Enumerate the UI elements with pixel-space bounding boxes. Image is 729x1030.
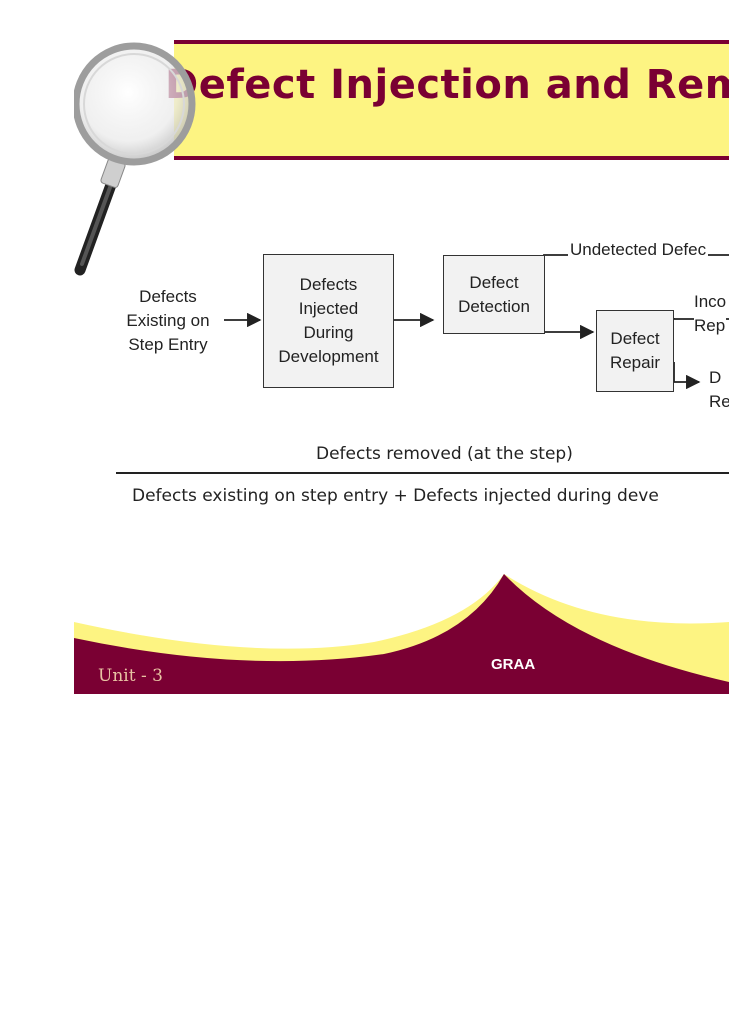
footer-text: GRAA [491, 656, 536, 673]
incorrect-repair-label: Inco Rep [694, 290, 727, 338]
footer-wave [74, 574, 729, 694]
unit-label: Unit - 3 [98, 666, 163, 686]
slide: Defect Injection and Rem Defects Exist [74, 32, 729, 694]
injected-box: Defects Injected During Development [263, 254, 394, 388]
ratio-denominator: Defects existing on step entry + Defects… [132, 486, 659, 506]
ratio-divider [116, 472, 729, 474]
title-band [174, 40, 729, 160]
entry-label: Defects Existing on Step Entry [126, 287, 210, 354]
ratio-numerator: Defects removed (at the step) [316, 444, 573, 464]
detection-box: Defect Detection [443, 255, 545, 334]
defects-removed-label: D Re [709, 368, 729, 411]
magnifying-glass-icon [74, 42, 196, 276]
slide-title: Defect Injection and Rem [165, 62, 729, 108]
undetected-label: Undetected Defec [568, 238, 709, 262]
repair-box: Defect Repair [596, 310, 674, 392]
